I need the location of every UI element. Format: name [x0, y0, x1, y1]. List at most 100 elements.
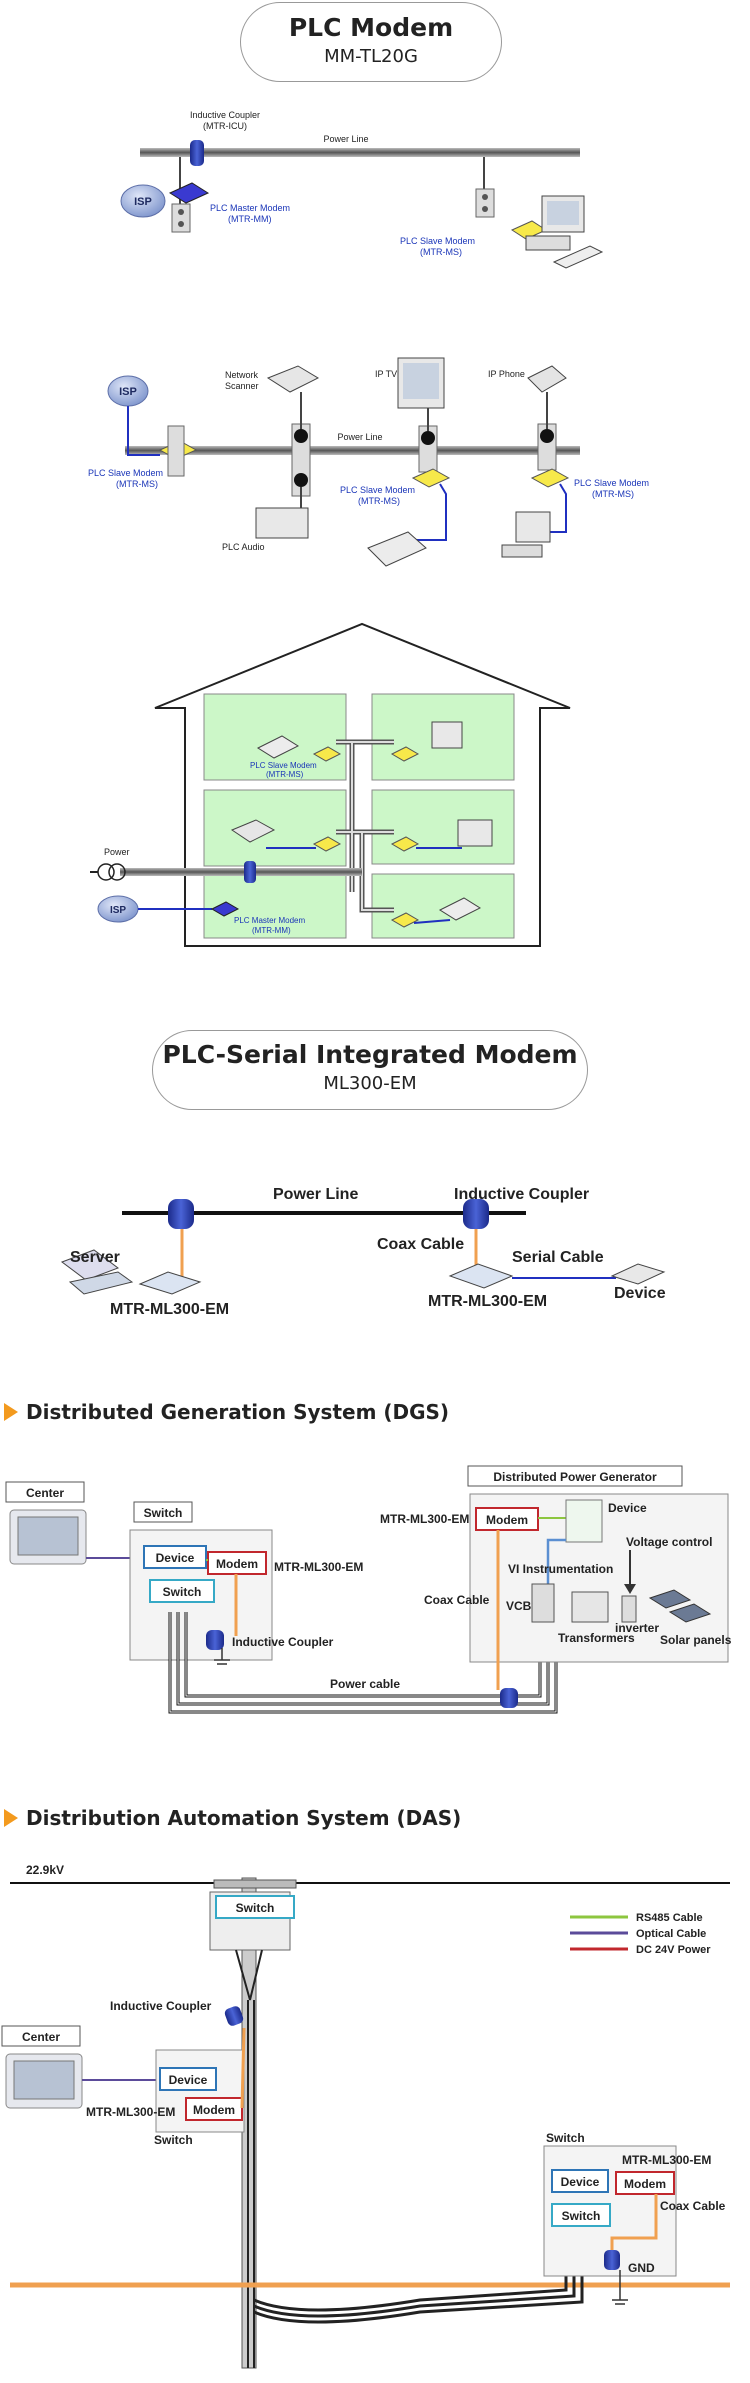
modem-label-2: Modem — [486, 1513, 528, 1527]
modem-box — [185, 2097, 243, 2121]
device-box — [143, 1545, 207, 1569]
serial-label: Serial Cable — [512, 1249, 604, 1266]
plc-modem-title-pill: PLC Modem MM-TL20G — [240, 2, 502, 82]
ml300-em-modem-icon — [138, 1271, 202, 1295]
modem-right-label: MTR-ML300-EM — [428, 1293, 547, 1310]
outlet-socket-icon — [178, 221, 184, 227]
coupler-label: Inductive Coupler — [110, 1999, 212, 2013]
triangle-bullet-icon — [4, 1809, 18, 1827]
slave-label: PLC Slave Modem — [574, 478, 649, 488]
room-4 — [371, 789, 515, 865]
transformers-label: Transformers — [558, 1631, 635, 1645]
power-line-label: Power Line — [323, 134, 368, 144]
ethernet-cable — [413, 919, 451, 924]
kv-label: 22.9kV — [26, 1863, 64, 1877]
server-label: Server — [70, 1249, 120, 1266]
laptop-icon — [256, 735, 300, 759]
server-laptop-icon — [60, 1249, 120, 1281]
inductive-coupler-icon — [604, 2250, 620, 2270]
power-cable-label: Power cable — [330, 1677, 400, 1691]
das-heading: Distribution Automation System (DAS) — [4, 1806, 461, 1830]
coupler-label: Inductive Coupler — [232, 1635, 334, 1649]
switch2-label: Switch — [562, 2209, 601, 2223]
section-subtitle: MM-TL20G — [324, 46, 418, 67]
diagram-3-house: Power ISP PLC Master Modem (MTR-MM) PLC … — [90, 622, 571, 947]
room-3 — [203, 789, 347, 867]
slave-model-label: (MTR-MS) — [116, 479, 158, 489]
inductive-coupler-icon — [244, 861, 256, 883]
iptv-label: IP TV — [375, 369, 397, 379]
ethernet-cable — [548, 483, 567, 533]
room-1 — [203, 693, 347, 781]
center-label: Center — [26, 1486, 64, 1500]
solar-panel-icon — [668, 1603, 712, 1623]
device-icon — [610, 1263, 666, 1285]
device-box — [159, 2067, 217, 2091]
slave-model-label: (MTR-MS) — [592, 489, 634, 499]
switch-title: Switch — [144, 1506, 183, 1520]
diagram-2: Power Line ISP PLC Slave Modem (MTR-MS) … — [88, 357, 649, 567]
transformer-icon — [571, 1591, 609, 1623]
plc-slave-modem-icon — [390, 912, 420, 928]
device-label-2: Device — [608, 1501, 647, 1515]
power-label: Power — [104, 847, 130, 857]
inductive-coupler-icon — [190, 140, 204, 166]
modem-left-label: MTR-ML300-EM — [110, 1301, 229, 1318]
serial-modem-title-pill: PLC-Serial Integrated Modem ML300-EM — [152, 1030, 588, 1110]
vcb-icon — [531, 1583, 555, 1623]
power-line — [120, 868, 362, 876]
device2-box — [551, 2169, 609, 2193]
switch2-box — [551, 2203, 611, 2227]
plc-adapter-icon — [421, 431, 435, 445]
server-laptop-base — [68, 1271, 134, 1295]
isp-icon — [120, 184, 166, 218]
computer-monitor-icon — [515, 511, 551, 543]
gnd-label: GND — [628, 2261, 655, 2275]
modem-name-label: MTR-ML300-EM — [86, 2105, 175, 2119]
power-line-label: Power Line — [337, 432, 382, 442]
switch-top-box — [215, 1895, 295, 1919]
scanner-icon — [230, 819, 276, 843]
dgs-diagram: Center Switch Device Modem MTR-ML300-EM … — [5, 1465, 732, 1714]
voltage-label: Voltage control — [626, 1535, 712, 1549]
slave-label: PLC Slave Modem — [400, 236, 475, 246]
switch2-title: Switch — [546, 2131, 585, 2145]
power-line-label: Power Line — [273, 1186, 358, 1203]
scanner-label: Network — [225, 370, 259, 380]
center-box — [5, 1481, 85, 1503]
triangle-bullet-icon — [4, 1403, 18, 1421]
inductive-coupler-icon — [463, 1199, 489, 1229]
slave-label: PLC Slave Modem — [88, 468, 163, 478]
inductive-coupler-icon — [168, 1199, 194, 1229]
monitor-screen — [547, 201, 579, 225]
ip-phone-icon — [527, 365, 567, 393]
transformer-icon — [108, 863, 126, 881]
coax-label: Coax Cable — [424, 1593, 490, 1607]
plc-audio-icon — [255, 507, 309, 539]
slave-label: PLC Slave Modem — [250, 761, 317, 770]
center-screen — [17, 1516, 79, 1556]
center-screen — [13, 2060, 75, 2100]
audio-label: PLC Audio — [222, 542, 265, 552]
outlet-socket-icon — [482, 206, 488, 212]
computer-icon — [431, 721, 463, 749]
power-line — [140, 148, 580, 157]
switch-box — [149, 1579, 215, 1603]
dgs-heading-text: Distributed Generation System (DGS) — [26, 1400, 450, 1424]
inverter-label: inverter — [615, 1621, 659, 1635]
wall-outlet-icon — [167, 425, 185, 477]
coupler-model-label: (MTR-ICU) — [203, 121, 247, 131]
coax-label: Coax Cable — [660, 2199, 726, 2213]
slave-model-label: (MTR-MS) — [420, 247, 462, 257]
legend-optical: Optical Cable — [636, 1928, 706, 1940]
switch-label-box — [133, 1501, 193, 1523]
isp-label: ISP — [134, 196, 152, 208]
vcb-label: VCB — [506, 1599, 532, 1613]
master-label: PLC Master Modem — [210, 203, 290, 213]
wall-outlet-icon — [475, 188, 495, 218]
slave-label: PLC Slave Modem — [340, 485, 415, 495]
master-label: PLC Master Modem — [234, 916, 305, 925]
switch-label: Switch — [154, 2133, 193, 2147]
plc-master-modem-icon — [168, 182, 210, 204]
